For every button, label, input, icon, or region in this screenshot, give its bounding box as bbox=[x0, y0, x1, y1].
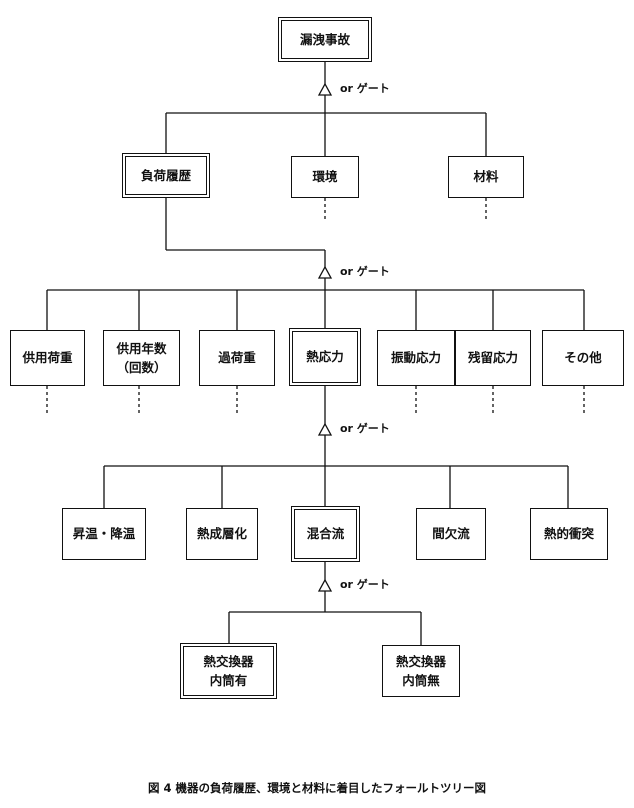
node-residual-stress: 残留応力 bbox=[455, 330, 531, 386]
node-intermittent-flow: 間欠流 bbox=[416, 508, 486, 560]
node-mixed-flow: 混合流 bbox=[291, 506, 360, 562]
node-label: 熱成層化 bbox=[196, 526, 247, 542]
or-gate-4-triangle bbox=[317, 578, 333, 592]
node-environment: 環境 bbox=[291, 156, 359, 198]
node-other: その他 bbox=[542, 330, 624, 386]
node-label: 間欠流 bbox=[432, 526, 470, 542]
node-thermal-shock: 熱的衝突 bbox=[530, 508, 608, 560]
or-gate-1-triangle bbox=[317, 82, 333, 96]
node-load-history: 負荷履歴 bbox=[122, 153, 210, 198]
node-thermal-stratification: 熱成層化 bbox=[186, 508, 258, 560]
node-overload: 過荷重 bbox=[199, 330, 275, 386]
node-label: 過荷重 bbox=[218, 350, 256, 366]
or-gate-3-triangle bbox=[317, 422, 333, 436]
node-label-sub: 内筒有 bbox=[209, 673, 248, 688]
node-hx-inner-cylinder-absent: 熱交換器 内筒無 bbox=[382, 645, 460, 697]
node-service-years: 供用年数 （回数） bbox=[103, 330, 180, 386]
node-label: その他 bbox=[564, 350, 602, 366]
node-label: 負荷履歴 bbox=[140, 167, 191, 183]
node-label: 熱交換器 bbox=[395, 653, 446, 669]
node-temp-change: 昇温・降温 bbox=[62, 508, 146, 560]
node-label: 熱応力 bbox=[306, 349, 344, 365]
node-hx-inner-cylinder-present: 熱交換器 内筒有 bbox=[180, 643, 277, 699]
or-gate-label: or ゲート bbox=[340, 265, 390, 278]
node-label: 残留応力 bbox=[467, 350, 518, 366]
or-gate-label: or ゲート bbox=[340, 578, 390, 591]
node-service-load: 供用荷重 bbox=[10, 330, 85, 386]
node-label: 材料 bbox=[473, 169, 499, 185]
node-label: 漏洩事故 bbox=[299, 31, 350, 47]
or-gate-label: or ゲート bbox=[340, 82, 390, 95]
figure-caption: 図 4 機器の負荷履歴、環境と材料に着目したフォールトツリー図 bbox=[147, 781, 486, 795]
node-label-sub: （回数） bbox=[116, 360, 167, 375]
node-label: 混合流 bbox=[306, 526, 345, 542]
node-label: 供用年数 bbox=[116, 340, 167, 356]
node-label: 熱的衝突 bbox=[543, 526, 594, 542]
node-label: 熱交換器 bbox=[203, 653, 254, 669]
node-thermal-stress: 熱応力 bbox=[289, 328, 361, 386]
node-label: 昇温・降温 bbox=[72, 526, 136, 542]
node-label-sub: 内筒無 bbox=[402, 673, 440, 688]
node-leak-accident: 漏洩事故 bbox=[278, 17, 372, 62]
or-gate-label: or ゲート bbox=[340, 422, 390, 435]
node-vibration-stress: 振動応力 bbox=[377, 330, 455, 386]
node-label: 振動応力 bbox=[390, 350, 441, 366]
or-gate-2-triangle bbox=[317, 265, 333, 279]
node-material: 材料 bbox=[448, 156, 524, 198]
node-label: 供用荷重 bbox=[22, 350, 73, 366]
node-label: 環境 bbox=[312, 169, 338, 185]
